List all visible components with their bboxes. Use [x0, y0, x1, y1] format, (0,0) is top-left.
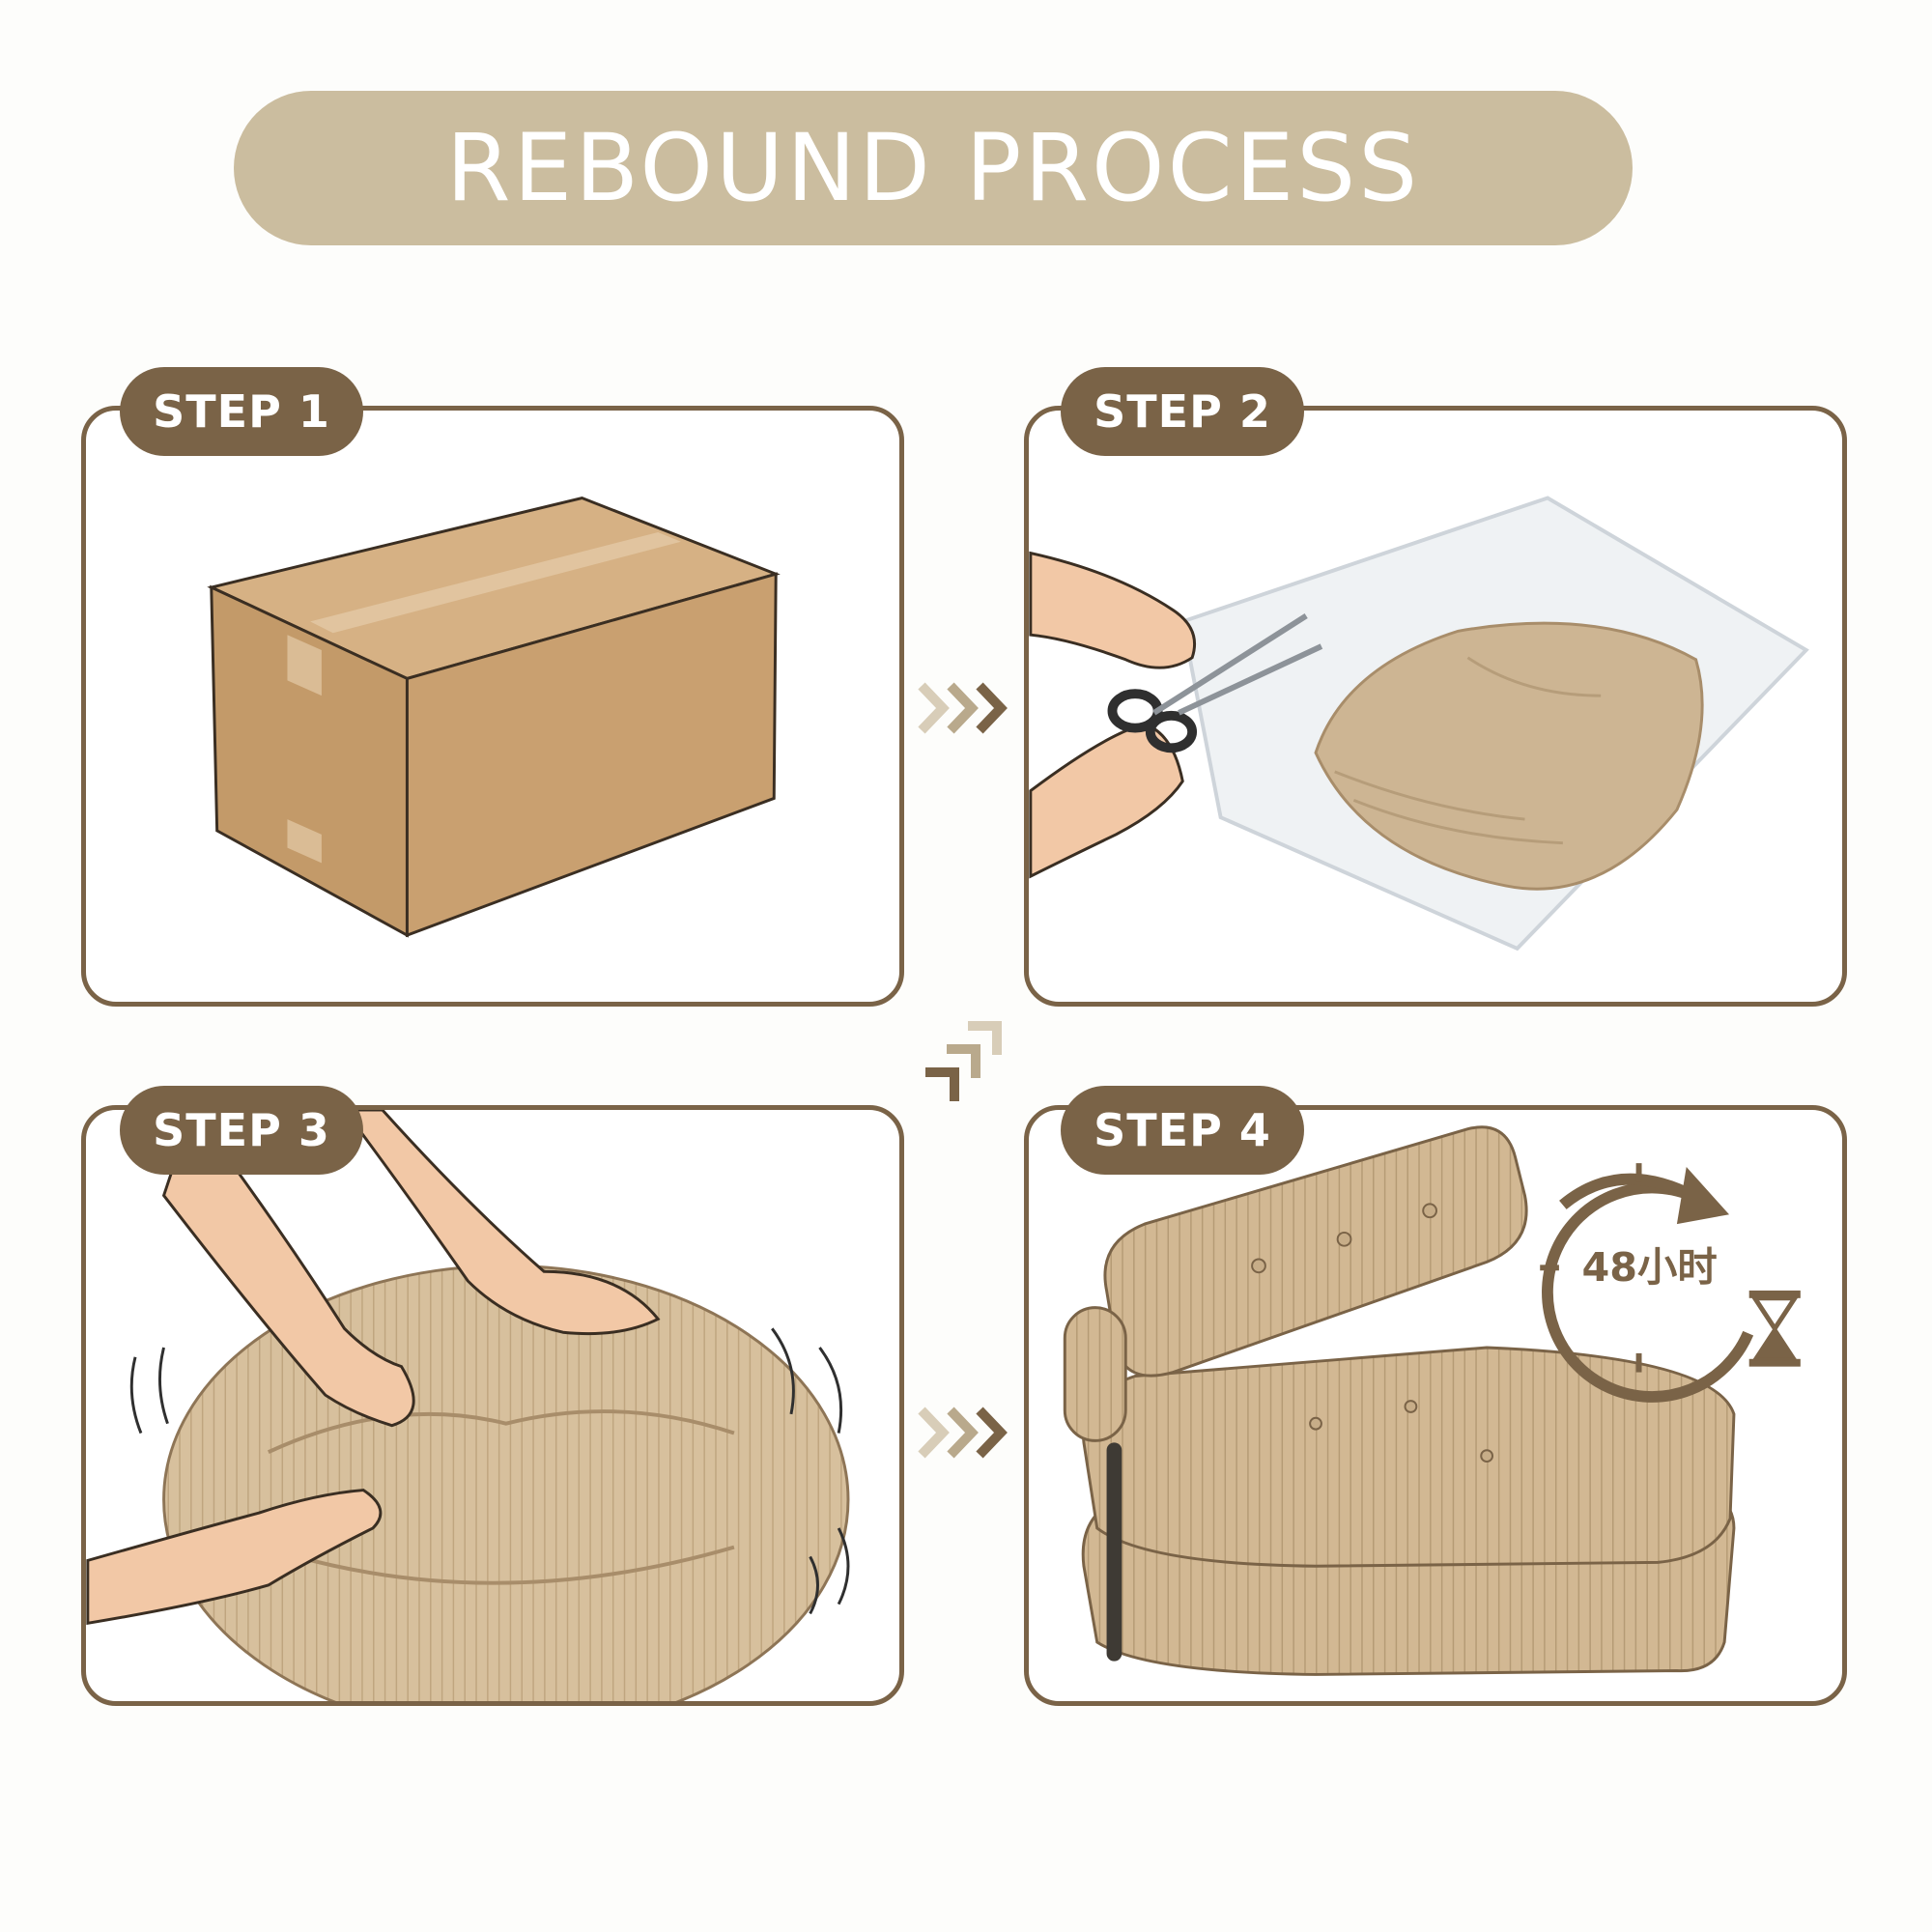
step-1-panel	[81, 406, 904, 1007]
triple-chevron-icon	[918, 682, 1008, 734]
step-2-badge: STEP 2	[1061, 367, 1304, 456]
sofa-bed-illustration: 48小时	[1063, 1125, 1801, 1676]
cushion-rebound-illustration	[86, 1110, 850, 1701]
vacuum-bag-illustration	[1029, 496, 1809, 952]
step-3-badge: STEP 3	[120, 1086, 363, 1175]
step-3-label: STEP 3	[153, 1104, 330, 1156]
page-title: REBOUND PROCESS	[445, 114, 1421, 222]
triple-chevron-icon	[918, 1406, 1008, 1459]
arrow-step2-to-step3	[925, 1021, 1002, 1101]
timer-label: 48小时	[1582, 1244, 1718, 1291]
step-2-panel	[1024, 406, 1847, 1007]
arrow-step3-to-step4	[918, 1406, 1008, 1459]
step-4-panel: 48小时	[1024, 1105, 1847, 1706]
title-banner: REBOUND PROCESS	[234, 91, 1633, 245]
scissors-icon	[1107, 613, 1323, 753]
step-1-label: STEP 1	[153, 385, 330, 438]
hourglass-icon	[1748, 1290, 1801, 1367]
step-4-label: STEP 4	[1094, 1104, 1271, 1156]
arrow-step1-to-step2	[918, 682, 1008, 734]
step-3-panel	[81, 1105, 904, 1706]
step-2-label: STEP 2	[1094, 385, 1271, 438]
triple-chevron-icon	[925, 1021, 1002, 1101]
step-4-badge: STEP 4	[1061, 1086, 1304, 1175]
cardboard-box-icon	[207, 496, 781, 938]
clock-arrow-icon	[1540, 1163, 1754, 1403]
step-1-badge: STEP 1	[120, 367, 363, 456]
